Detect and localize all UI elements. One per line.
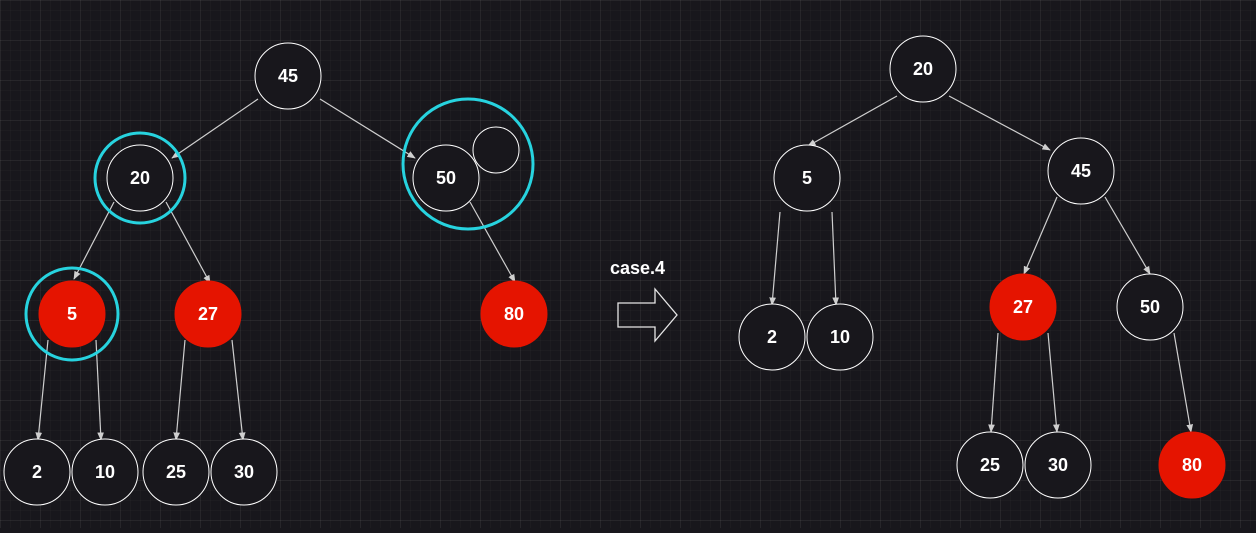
edge-a27-a30: [1047, 332, 1060, 433]
node-circle: [1158, 431, 1226, 499]
node-label: 27: [1013, 297, 1033, 317]
edge-b50-b80: [469, 201, 516, 283]
edge-a5-a2: [769, 211, 781, 306]
before-tree: 45 20 50 5 27 80 2 10 25 30: [3, 42, 548, 506]
edge-a45-a50: [1104, 196, 1151, 275]
node-label: 30: [1048, 455, 1068, 475]
node-circle: [71, 438, 139, 506]
node-label: 27: [198, 304, 218, 324]
node-circle: [1024, 431, 1092, 499]
node-label: 50: [1140, 297, 1160, 317]
edge-b45-b20: [171, 98, 259, 159]
before-node-50: 50: [412, 144, 480, 212]
after-node-80: 80: [1158, 431, 1226, 499]
edge-a20-a5: [807, 95, 898, 147]
before-node-80: 80: [480, 280, 548, 348]
edge-b20-b27: [165, 201, 211, 284]
node-label: 25: [980, 455, 1000, 475]
node-circle: [738, 303, 806, 371]
before-node-27: 27: [174, 280, 242, 348]
node-circle: [472, 126, 520, 174]
node-circle: [1116, 273, 1184, 341]
node-circle: [174, 280, 242, 348]
before-tree-edges: [35, 98, 516, 441]
edge-a27-a25: [988, 332, 999, 433]
node-label: 50: [436, 168, 456, 188]
right-arrow-icon: [617, 287, 678, 343]
node-circle: [38, 280, 106, 348]
edge-b5-b2: [35, 339, 49, 441]
before-node-45: 45: [254, 42, 322, 110]
edge-a50-a80: [1173, 332, 1194, 433]
node-circle: [1047, 137, 1115, 205]
before-node-30: 30: [210, 438, 278, 506]
node-label: 45: [1071, 161, 1091, 181]
node-label: 80: [504, 304, 524, 324]
edge-b27-b25: [173, 339, 186, 441]
node-circle: [480, 280, 548, 348]
after-tree-edges: [769, 95, 1194, 433]
edge-a20-a45: [948, 95, 1051, 151]
after-node-50: 50: [1116, 273, 1184, 341]
transition-group: case.4: [610, 258, 678, 343]
node-circle: [3, 438, 71, 506]
node-label: 2: [32, 462, 42, 482]
node-label: 45: [278, 66, 298, 86]
transition-label: case.4: [610, 258, 665, 278]
node-label: 10: [830, 327, 850, 347]
node-label: 80: [1182, 455, 1202, 475]
edge-a45-a27: [1023, 196, 1058, 275]
edge-b5-b10: [95, 339, 104, 441]
highlight-ring-50: [401, 97, 535, 231]
edge-b27-b30: [231, 339, 246, 441]
after-node-25: 25: [956, 431, 1024, 499]
node-circle: [806, 303, 874, 371]
after-node-20: 20: [889, 35, 957, 103]
after-node-30: 30: [1024, 431, 1092, 499]
node-label: 10: [95, 462, 115, 482]
after-node-5: 5: [773, 144, 841, 212]
node-label: 25: [166, 462, 186, 482]
before-node-2: 2: [3, 438, 71, 506]
highlight-ring-20: [93, 131, 187, 225]
after-node-2: 2: [738, 303, 806, 371]
node-circle: [210, 438, 278, 506]
before-node-20: 20: [106, 144, 174, 212]
node-circle: [142, 438, 210, 506]
node-label: 30: [234, 462, 254, 482]
node-circle: [889, 35, 957, 103]
edge-a5-a10: [831, 211, 840, 306]
node-circle: [989, 273, 1057, 341]
node-label: 5: [802, 168, 812, 188]
node-label: 20: [130, 168, 150, 188]
highlight-ring-5: [24, 266, 120, 362]
before-node-25: 25: [142, 438, 210, 506]
node-circle: [106, 144, 174, 212]
after-node-27: 27: [989, 273, 1057, 341]
edge-b20-b5: [73, 201, 115, 280]
after-node-10: 10: [806, 303, 874, 371]
after-tree: 20 5 45 2 10 27 50 25 30 80: [738, 35, 1226, 499]
node-circle: [412, 144, 480, 212]
after-node-45: 45: [1047, 137, 1115, 205]
node-circle: [773, 144, 841, 212]
before-node-10: 10: [71, 438, 139, 506]
node-label: 20: [913, 59, 933, 79]
node-label: 2: [767, 327, 777, 347]
before-node-5: 5: [38, 280, 106, 348]
node-label: 5: [67, 304, 77, 324]
edge-b45-b50: [319, 98, 416, 159]
before-node-nil: [472, 126, 520, 174]
node-circle: [956, 431, 1024, 499]
node-circle: [254, 42, 322, 110]
highlight-rings: [24, 97, 535, 362]
